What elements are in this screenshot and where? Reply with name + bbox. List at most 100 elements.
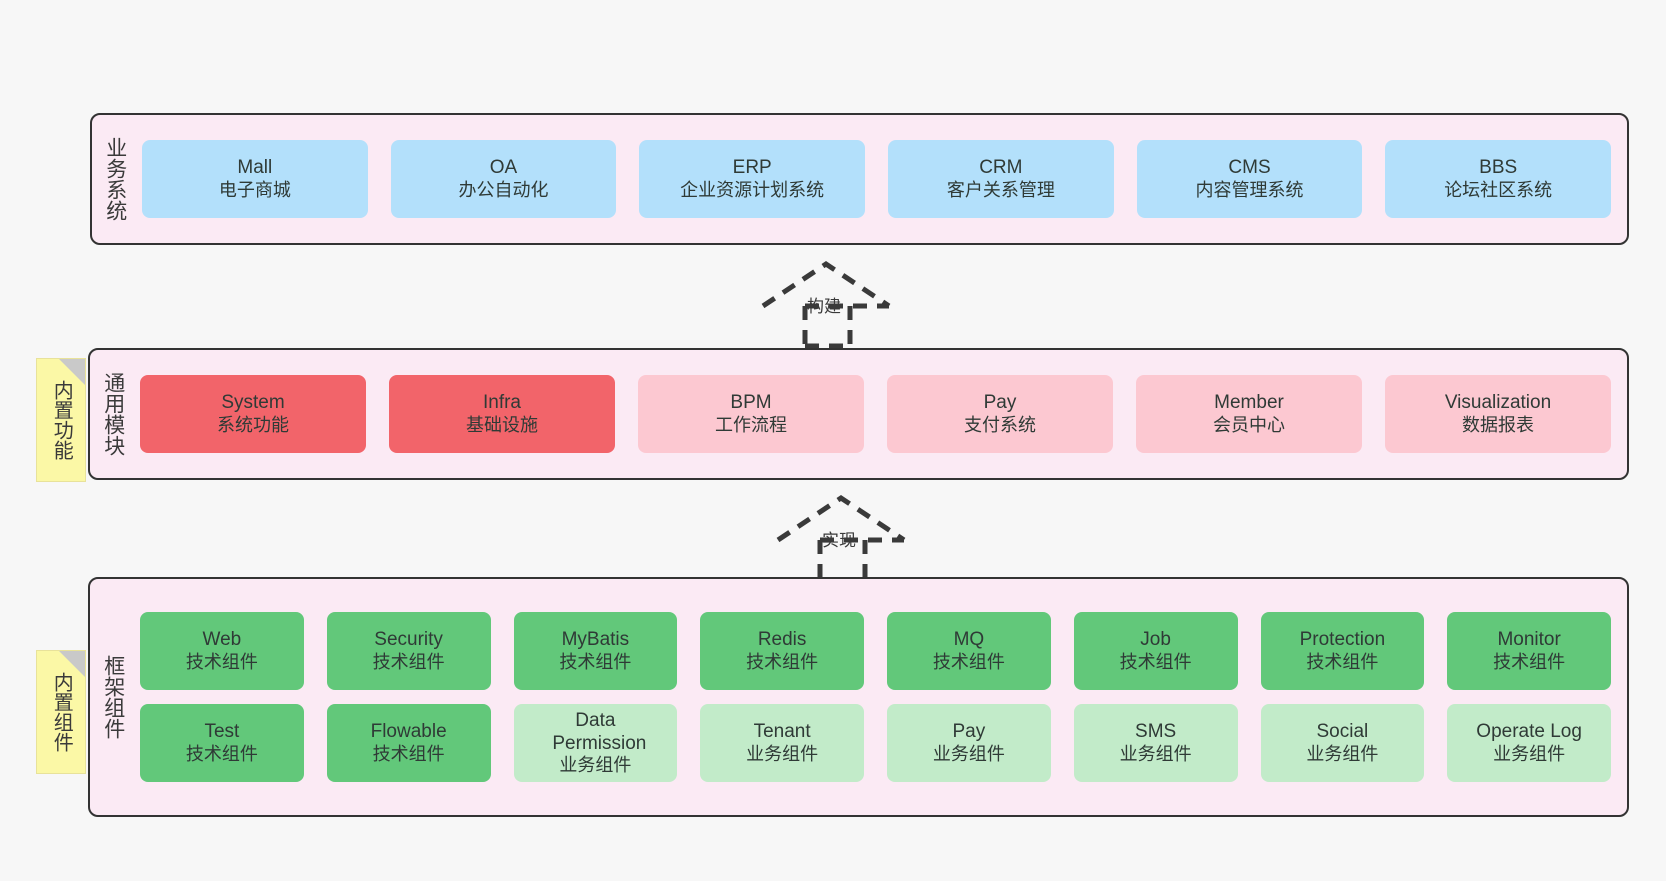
node-label-en: Web — [202, 629, 242, 651]
node-label-en: System — [221, 392, 285, 414]
node-label-en: CRM — [979, 157, 1023, 179]
node-operate-log[interactable]: Operate Log 业务组件 — [1447, 704, 1611, 782]
node-label-cn: 技术组件 — [185, 651, 258, 672]
sticky-note-builtin-component: 内置组件 — [36, 650, 86, 774]
node-label-en: Mall — [237, 157, 273, 179]
node-label-en: Tenant — [753, 721, 811, 743]
connector-implement: 实现 — [770, 492, 920, 583]
sticky-note-fold-icon — [59, 651, 85, 677]
node-label-cn: 工作流程 — [715, 414, 787, 435]
node-job[interactable]: Job 技术组件 — [1073, 612, 1238, 690]
connector-build-arrow-icon — [761, 260, 891, 349]
layer-framework-component: 框架组件 Web 技术组件 Security 技术组件 MyBatis 技术组件… — [88, 577, 1629, 817]
node-label-cn: 客户关系管理 — [946, 179, 1055, 200]
node-visualization[interactable]: Visualization 数据报表 — [1385, 375, 1611, 453]
node-label-cn: 业务组件 — [1306, 743, 1379, 764]
node-label-en: Visualization — [1444, 392, 1552, 414]
node-label-cn: 支付系统 — [964, 414, 1036, 435]
node-label-en: MQ — [953, 629, 985, 651]
node-web[interactable]: Web 技术组件 — [140, 612, 304, 690]
node-label-cn: 技术组件 — [746, 651, 819, 672]
connector-build: 构建 — [755, 258, 905, 349]
layer-body-framework-component: Web 技术组件 Security 技术组件 MyBatis 技术组件 Redi… — [136, 579, 1627, 815]
node-label-en: Redis — [757, 629, 807, 651]
node-label-en: Social — [1316, 721, 1369, 743]
node-label-en: Pay — [983, 392, 1017, 414]
node-monitor[interactable]: Monitor 技术组件 — [1447, 612, 1611, 690]
sticky-note-fold-icon — [59, 359, 85, 385]
node-label-cn: 技术组件 — [559, 651, 632, 672]
node-crm[interactable]: CRM 客户关系管理 — [888, 140, 1114, 218]
node-label-cn: 业务组件 — [1493, 743, 1566, 764]
node-label-en: Job — [1140, 629, 1171, 651]
node-label-en: Member — [1214, 392, 1284, 414]
node-data-permission[interactable]: Data Permission 业务组件 — [513, 704, 678, 782]
node-pay-module[interactable]: Pay 支付系统 — [887, 375, 1113, 453]
node-erp[interactable]: ERP 企业资源计划系统 — [639, 140, 866, 218]
node-label-cn: 业务组件 — [746, 743, 819, 764]
common-module-row: System 系统功能 Infra 基础设施 BPM 工作流程 Pay 支付系统… — [140, 375, 1611, 453]
layer-title-framework-component: 框架组件 — [101, 655, 125, 739]
connector-implement-label: 实现 — [822, 531, 856, 550]
node-label-en: MyBatis — [561, 629, 630, 651]
node-member[interactable]: Member 会员中心 — [1136, 375, 1362, 453]
node-label-en: Infra — [482, 392, 522, 414]
sticky-note-text: 内置组件 — [50, 672, 73, 752]
node-mybatis[interactable]: MyBatis 技术组件 — [513, 612, 678, 690]
node-social[interactable]: Social 业务组件 — [1260, 704, 1425, 782]
node-sms[interactable]: SMS 业务组件 — [1073, 704, 1238, 782]
node-label-cn: 内容管理系统 — [1195, 179, 1304, 200]
node-tenant[interactable]: Tenant 业务组件 — [700, 704, 864, 782]
node-label-cn: 办公自动化 — [458, 179, 549, 200]
node-label-en: SMS — [1135, 721, 1177, 743]
node-bpm[interactable]: BPM 工作流程 — [638, 375, 864, 453]
node-label-en: Test — [204, 721, 240, 743]
node-label-cn: 电子商城 — [218, 179, 291, 200]
layer-title-business-system: 业务系统 — [103, 137, 127, 221]
node-label-en: Security — [374, 629, 443, 651]
node-system[interactable]: System 系统功能 — [140, 375, 366, 453]
node-test[interactable]: Test 技术组件 — [140, 704, 304, 782]
sticky-note-builtin-feature: 内置功能 — [36, 358, 86, 482]
node-infra[interactable]: Infra 基础设施 — [389, 375, 615, 453]
node-label-cn: 系统功能 — [217, 414, 289, 435]
framework-component-row-business: Test 技术组件 Flowable 技术组件 Data Permission … — [140, 704, 1611, 782]
node-bbs[interactable]: BBS 论坛社区系统 — [1385, 140, 1612, 218]
node-oa[interactable]: OA 办公自动化 — [390, 140, 617, 218]
node-label-en: BPM — [730, 392, 772, 414]
node-label-en: Monitor — [1497, 629, 1561, 651]
node-label-cn: 业务组件 — [932, 743, 1005, 764]
node-label-cn: 技术组件 — [1306, 651, 1379, 672]
node-label-cn: 技术组件 — [1119, 651, 1192, 672]
node-label-cn: 技术组件 — [1493, 651, 1566, 672]
node-label-cn: 企业资源计划系统 — [680, 179, 825, 200]
node-redis[interactable]: Redis 技术组件 — [700, 612, 864, 690]
node-security[interactable]: Security 技术组件 — [326, 612, 491, 690]
node-label-cn: 业务组件 — [1119, 743, 1192, 764]
node-protection[interactable]: Protection 技术组件 — [1260, 612, 1425, 690]
node-label-en: Pay — [952, 721, 986, 743]
node-label-en: Data Permission — [552, 709, 647, 755]
node-label-cn: 技术组件 — [372, 651, 445, 672]
node-cms[interactable]: CMS 内容管理系统 — [1136, 140, 1363, 218]
node-label-cn: 基础设施 — [466, 414, 538, 435]
node-label-en: OA — [489, 157, 518, 179]
node-flowable[interactable]: Flowable 技术组件 — [326, 704, 491, 782]
node-label-en: Operate Log — [1476, 721, 1582, 743]
node-label-cn: 论坛社区系统 — [1444, 179, 1553, 200]
node-label-cn: 技术组件 — [185, 743, 258, 764]
node-mall[interactable]: Mall 电子商城 — [142, 140, 368, 218]
framework-component-row-tech: Web 技术组件 Security 技术组件 MyBatis 技术组件 Redi… — [140, 612, 1611, 690]
node-label-en: BBS — [1479, 157, 1518, 179]
layer-common-module: 通用模块 System 系统功能 Infra 基础设施 BPM 工作流程 Pay… — [88, 348, 1629, 480]
node-label-cn: 业务组件 — [559, 755, 632, 776]
node-label-cn: 数据报表 — [1462, 414, 1534, 435]
connector-build-label: 构建 — [807, 297, 841, 316]
node-label-en: Protection — [1299, 629, 1386, 651]
layer-title-common-module: 通用模块 — [101, 372, 125, 456]
node-label-cn: 会员中心 — [1213, 414, 1285, 435]
node-pay-component[interactable]: Pay 业务组件 — [887, 704, 1051, 782]
node-mq[interactable]: MQ 技术组件 — [887, 612, 1051, 690]
layer-business-system: 业务系统 Mall 电子商城 OA 办公自动化 ERP 企业资源计划系统 CRM… — [90, 113, 1629, 245]
